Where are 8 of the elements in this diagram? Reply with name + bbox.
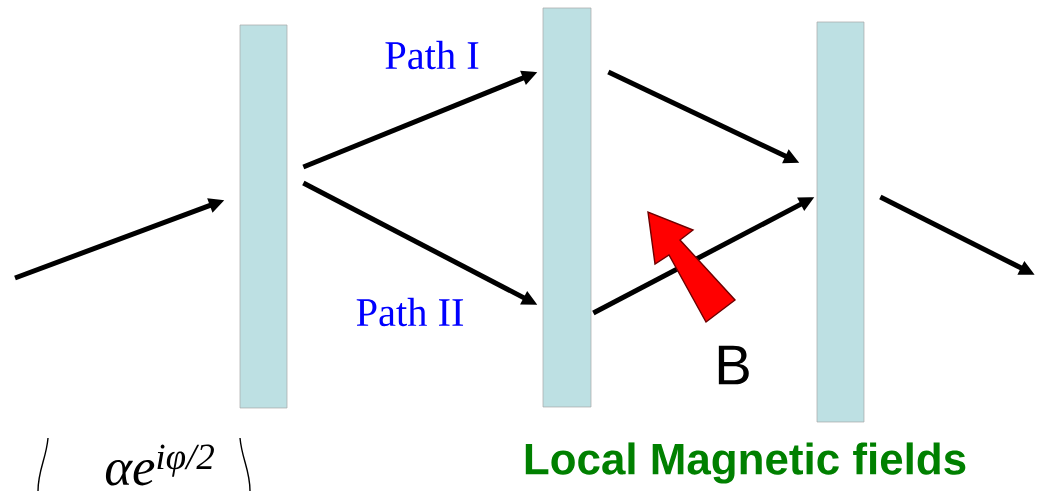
plate xyxy=(542,7,592,408)
formula: αe$^{iφ/2}$ xyxy=(105,444,214,486)
plate xyxy=(239,24,288,409)
plate xyxy=(816,21,865,423)
field-label: B xyxy=(718,345,749,385)
edge-label: Path II xyxy=(356,297,464,327)
caption: Local Magnetic fields xyxy=(525,442,966,484)
edge-label: Path I xyxy=(385,40,479,70)
